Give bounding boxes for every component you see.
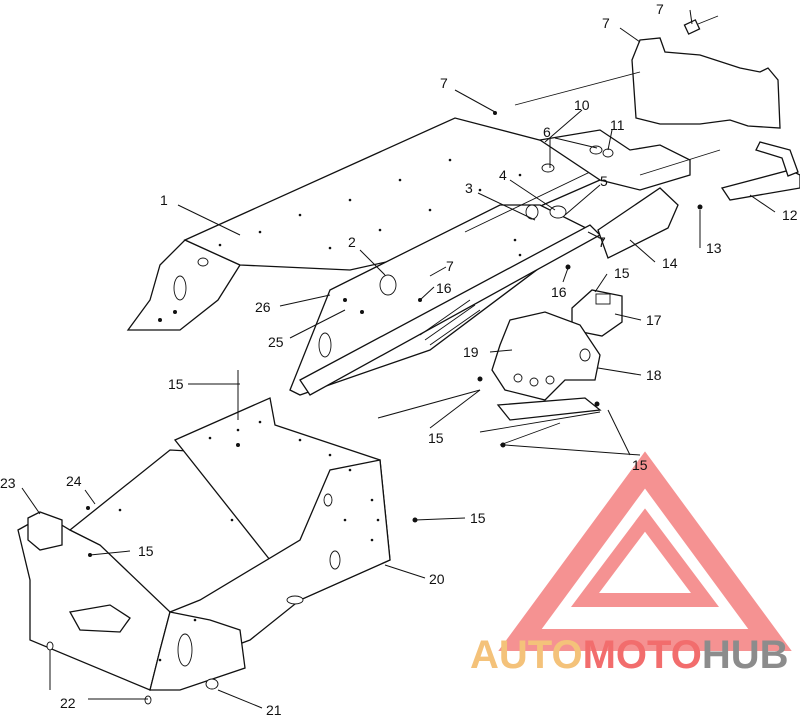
callout-9: 7: [656, 1, 664, 17]
part-9-bolt-shaft: [697, 15, 719, 25]
callout-17: 17: [646, 312, 662, 328]
guide-line: [499, 422, 561, 446]
callout-23: 23: [0, 475, 16, 491]
rear-parts: [514, 15, 800, 259]
part-17-grid: [595, 293, 611, 305]
callout-21: 21: [266, 702, 282, 717]
lower-chassis-assembly: [17, 397, 418, 705]
callout-15-top: 15: [614, 265, 630, 281]
callout-18: 18: [646, 367, 662, 383]
callout-6: 6: [543, 124, 551, 140]
hole: [529, 377, 539, 387]
callout-15-center: 15: [428, 430, 444, 446]
fastener: [477, 376, 483, 382]
callout-16-right: 16: [551, 284, 567, 300]
mid-bracket-parts: [477, 264, 623, 448]
callout-13: 13: [706, 240, 722, 256]
callout-15-chassis: 15: [470, 510, 486, 526]
part-8-flap: [631, 37, 781, 129]
callout-7-right: 7: [598, 234, 606, 250]
hole: [323, 493, 333, 507]
hole: [173, 275, 187, 301]
callout-24: 24: [66, 473, 82, 489]
callout-15-right: 15: [632, 457, 648, 473]
watermark-part-1: AUTO: [470, 633, 583, 677]
part-22-plug: [144, 695, 152, 705]
guide-line: [514, 71, 641, 106]
hole: [177, 633, 193, 667]
watermark-part-3: HUB: [702, 633, 789, 677]
callout-1: 1: [160, 192, 168, 208]
callout-8: 7: [602, 15, 610, 31]
hole: [329, 550, 341, 570]
callout-20: 20: [429, 571, 445, 587]
guide-line: [479, 411, 601, 433]
part-12-rail: [720, 169, 800, 201]
upper-tunnel-assembly: [126, 111, 641, 396]
callout-3: 3: [465, 180, 473, 196]
callout-12: 12: [782, 207, 798, 223]
callout-16-left: 16: [436, 280, 452, 296]
part-9-bolt: [683, 19, 701, 35]
callout-15-left: 15: [168, 376, 184, 392]
chassis-bracket-front: [68, 604, 131, 633]
hole: [286, 595, 304, 605]
part-10-rear-extension: [538, 129, 691, 191]
fastener: [594, 401, 600, 407]
callout-2: 2: [348, 234, 356, 250]
callout-5: 5: [600, 173, 608, 189]
callout-19: 19: [463, 344, 479, 360]
part-13-nut: [697, 204, 703, 210]
callout-22: 22: [60, 695, 76, 711]
chassis-rivets: [86, 420, 418, 662]
callout-4: 4: [499, 167, 507, 183]
tunnel-vent-grid: [419, 299, 481, 346]
fastener: [500, 442, 506, 448]
guide-line: [639, 149, 721, 176]
callout-14: 14: [662, 255, 678, 271]
watermark-text: AUTOMOTOHUB: [470, 633, 789, 677]
part-12-rail-end: [755, 141, 799, 177]
leader-lines: [21, 9, 776, 709]
chassis-front-plate: [149, 611, 246, 691]
callout-25: 25: [268, 334, 284, 350]
part-16-fastener: [565, 264, 571, 270]
hole: [318, 332, 332, 358]
part-21-cap: [205, 678, 219, 690]
part-18-lower-plate: [496, 397, 602, 421]
part-11-hardware: [541, 145, 614, 219]
callout-7-mid: 7: [446, 258, 454, 274]
hole: [545, 375, 555, 385]
callout-11: 11: [610, 117, 625, 133]
callout-7-top: 7: [440, 75, 448, 91]
part-14-bracket: [597, 187, 679, 259]
hole: [197, 257, 209, 267]
hole: [379, 274, 397, 296]
callout-26: 26: [255, 299, 271, 315]
watermark-triangle-small: [571, 508, 719, 607]
callout-10: 10: [574, 97, 590, 113]
watermark-part-2: MOTO: [583, 633, 702, 677]
chassis-bracket-left: [27, 511, 63, 551]
callout-15-inner: 15: [138, 543, 154, 559]
part-22-plug: [46, 641, 54, 651]
watermark-logo: AUTOMOTOHUB: [470, 451, 792, 677]
hole: [513, 373, 523, 383]
hole: [579, 348, 591, 362]
watermark-triangle-big: [498, 451, 792, 651]
